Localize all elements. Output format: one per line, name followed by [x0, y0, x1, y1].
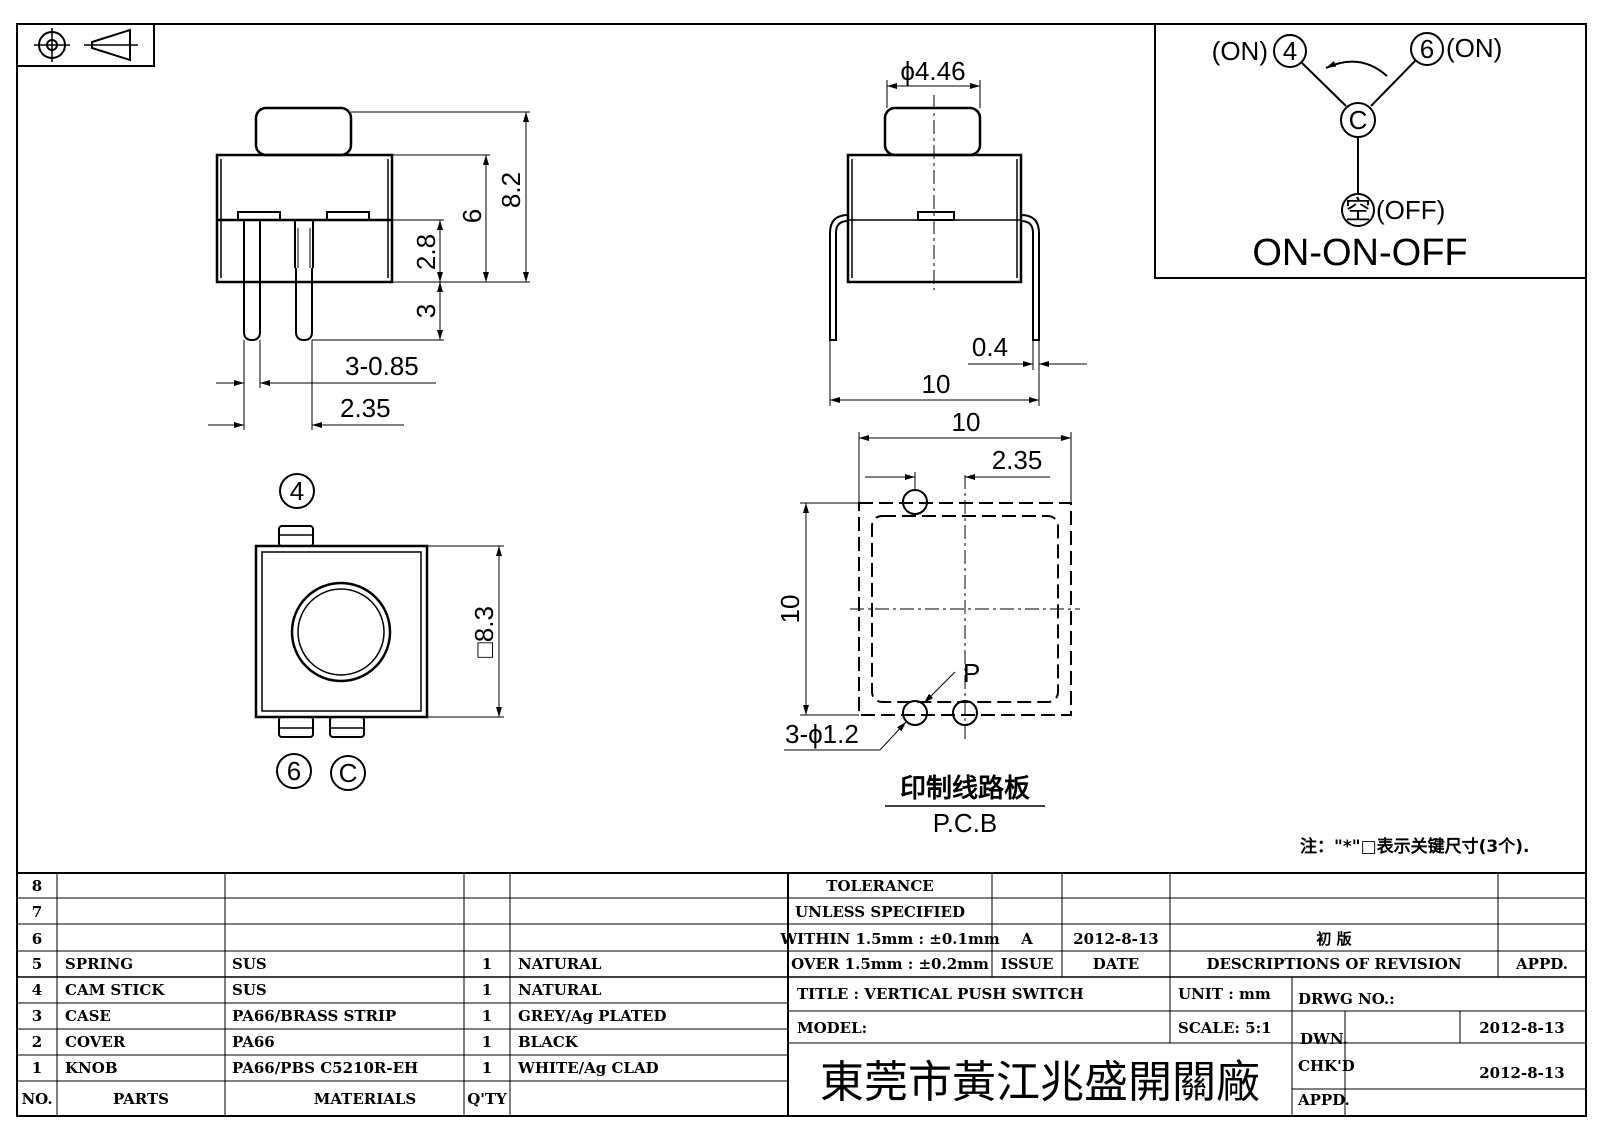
parts-cell-part: KNOB: [65, 1059, 118, 1077]
schematic-on-left: (ON): [1212, 36, 1268, 66]
pcb-dim-height: 10: [775, 595, 805, 624]
tolerance-line-2: UNLESS SPECIFIED: [795, 903, 965, 921]
tolerance-line-1: TOLERANCE: [826, 877, 933, 895]
side-view: [829, 95, 1040, 341]
date-header: DATE: [1093, 955, 1139, 973]
parts-cell-no: 6: [32, 930, 42, 948]
pcb-caption-en: P.C.B: [933, 808, 998, 838]
dim-body-height: 6: [457, 209, 487, 223]
appd-header: APPD.: [1515, 955, 1568, 973]
pcb-dim-pitch: 2.35: [992, 445, 1043, 475]
company-name: 東莞市黃江兆盛開關廠: [820, 1057, 1260, 1108]
dim-pin-pitch: 2.35: [340, 393, 391, 423]
parts-cell-no: 4: [32, 981, 42, 999]
parts-cell-finish: NATURAL: [518, 955, 602, 973]
parts-header: NO. PARTS MATERIALS Q'TY: [21, 1090, 507, 1108]
parts-cell-no: 5: [32, 955, 42, 973]
parts-cell-no: 8: [32, 877, 42, 895]
pcb-dim-width: 10: [952, 407, 981, 437]
dim-knob-diameter: ϕ4.46: [900, 56, 965, 86]
schematic-pin-4: 4: [1283, 36, 1297, 66]
pcb-view: 10 2.35 10 3-ϕ1.2 P 印制线路板 P.C.B: [775, 407, 1080, 838]
pcb-dim-holes: 3-ϕ1.2: [785, 719, 859, 749]
dim-square-size: □8.3: [469, 606, 499, 658]
third-angle-projection-icon: [16, 23, 155, 67]
schematic-center-c: C: [1349, 105, 1368, 135]
switch-mode-label: ON-ON-OFF: [1252, 232, 1467, 274]
parts-cell-part: CASE: [65, 1007, 111, 1025]
top-view: 4 6 C □8.3: [254, 473, 504, 791]
parts-cell-part: CAM STICK: [65, 981, 165, 999]
parts-cell-no: 3: [32, 1007, 42, 1025]
parts-cell-no: 1: [32, 1059, 42, 1077]
parts-cell-finish: BLACK: [518, 1033, 579, 1051]
unit-label: UNIT : mm: [1178, 985, 1271, 1003]
dim-pin-length: 3: [411, 304, 441, 318]
parts-cell-finish: WHITE/Ag CLAD: [517, 1059, 659, 1077]
parts-cell-part: SPRING: [65, 955, 133, 973]
pcb-label-p: P: [963, 658, 980, 688]
parts-cell-material: SUS: [232, 955, 267, 973]
top-pin-6-label: 6: [287, 756, 301, 786]
parts-cell-no: 7: [32, 903, 42, 921]
circuit-schematic: (ON) 4 6 (ON) C 空 (OFF) ON-ON-OFF: [1154, 23, 1587, 279]
dim-side-width: 10: [922, 369, 951, 399]
parts-cell-material: PA66/PBS C5210R-EH: [232, 1059, 418, 1077]
drawing-title: TITLE : VERTICAL PUSH SWITCH: [797, 985, 1084, 1003]
top-pin-4-label: 4: [290, 476, 304, 506]
parts-cell-qty: 1: [482, 981, 492, 999]
parts-cell-material: PA66: [232, 1033, 275, 1051]
parts-table: [17, 872, 1586, 1116]
parts-cell-qty: 1: [482, 1033, 492, 1051]
issue-header: ISSUE: [1001, 955, 1054, 973]
parts-cell-qty: 1: [482, 955, 492, 973]
revision-description: 初 版: [1316, 930, 1351, 948]
drawing-number-label: DRWG NO.:: [1298, 990, 1395, 1008]
dim-base-height: 2.8: [411, 234, 441, 270]
pcb-caption-cn: 印制线路板: [900, 773, 1030, 803]
dim-total-height: 8.2: [496, 172, 526, 208]
parts-cell-material: PA66/BRASS STRIP: [232, 1007, 396, 1025]
checked-label: CHK'D: [1298, 1057, 1355, 1075]
checked-date: 2012-8-13: [1479, 1064, 1565, 1082]
schematic-off-label: (OFF): [1376, 195, 1445, 225]
sheet-border: [16, 23, 1587, 1117]
parts-cell-part: COVER: [65, 1033, 126, 1051]
parts-cell-no: 2: [32, 1033, 42, 1051]
header-qty: Q'TY: [467, 1090, 507, 1108]
header-no: NO.: [21, 1090, 52, 1108]
header-materials: MATERIALS: [314, 1090, 417, 1108]
parts-cell-qty: 1: [482, 1059, 492, 1077]
dim-pin-width: 3-0.85: [345, 351, 419, 381]
top-pin-c-label: C: [339, 758, 358, 788]
header-parts: PARTS: [113, 1090, 169, 1108]
title-block: TOLERANCE UNLESS SPECIFIED WITHIN 1.5mm …: [779, 877, 1568, 1109]
front-view-dimensions: 8.2 6 2.8 3 3-0.85 2.35: [208, 111, 530, 430]
parts-cell-finish: NATURAL: [518, 981, 602, 999]
side-view-dimensions: ϕ4.46 10 0.4: [829, 56, 1087, 406]
model-label: MODEL:: [797, 1019, 867, 1037]
parts-cell-material: SUS: [232, 981, 267, 999]
drawn-date: 2012-8-13: [1479, 1019, 1565, 1037]
issue-value: A: [1020, 930, 1033, 948]
key-dimension-note: 注："*"□表示关键尺寸(3个).: [1300, 836, 1530, 857]
parts-cell-qty: 1: [482, 1007, 492, 1025]
schematic-pin-6: 6: [1420, 34, 1434, 64]
drawn-label: DWN.: [1300, 1030, 1348, 1048]
parts-cell-finish: GREY/Ag PLATED: [518, 1007, 667, 1025]
front-view: [215, 106, 394, 342]
dim-pin-thickness: 0.4: [972, 332, 1008, 362]
scale-label: SCALE: 5:1: [1178, 1019, 1272, 1037]
schematic-pin-off: 空: [1345, 195, 1371, 225]
description-header: DESCRIPTIONS OF REVISION: [1206, 955, 1461, 973]
approved-label: APPD.: [1297, 1091, 1350, 1109]
tolerance-line-4: OVER 1.5mm : ±0.2mm: [791, 955, 989, 973]
schematic-on-right: (ON): [1446, 33, 1502, 63]
date-value: 2012-8-13: [1073, 930, 1159, 948]
tolerance-line-3: WITHIN 1.5mm : ±0.1mm: [779, 930, 1000, 948]
